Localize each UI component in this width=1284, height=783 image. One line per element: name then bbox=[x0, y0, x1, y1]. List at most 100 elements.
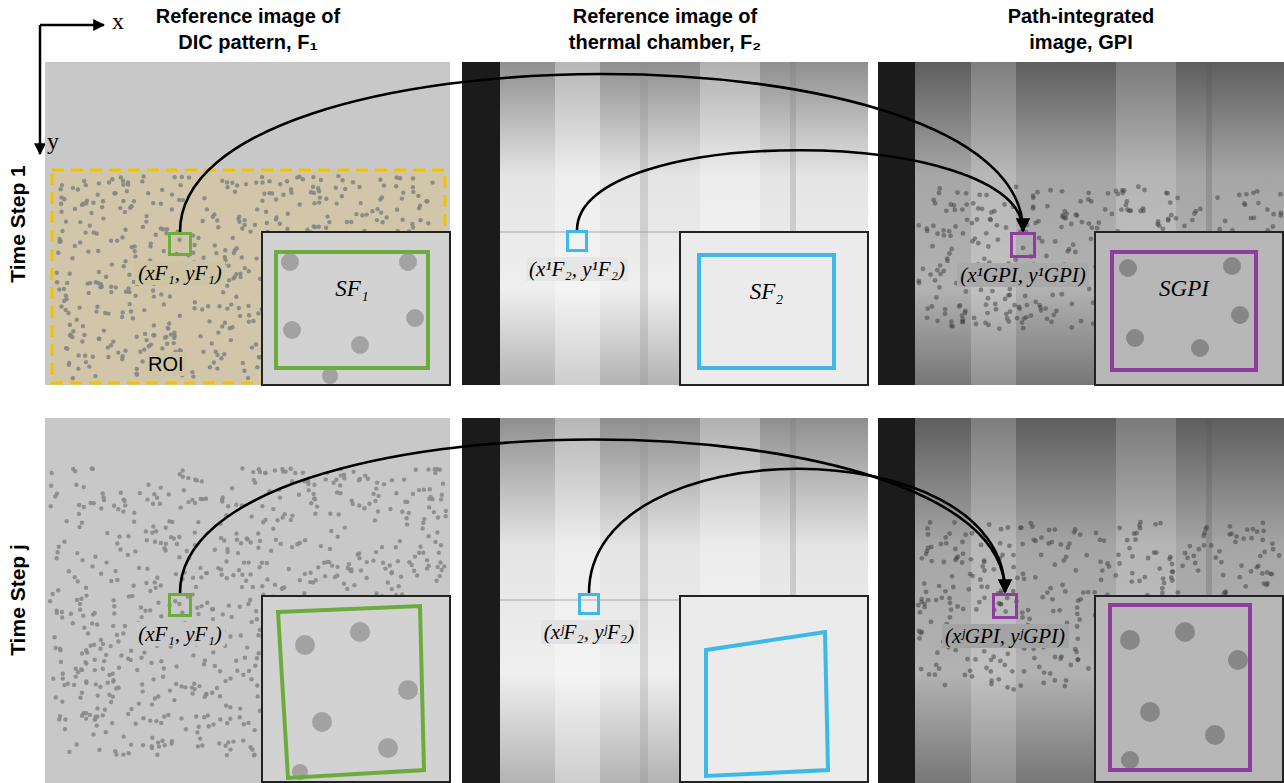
speckle-dot bbox=[244, 182, 248, 186]
speckle-dot bbox=[162, 666, 166, 670]
speckle-dot bbox=[252, 728, 256, 732]
speckle-dot bbox=[213, 243, 217, 247]
speckle-dot bbox=[281, 193, 285, 197]
speckle-dot bbox=[1277, 553, 1282, 558]
speckle-dot bbox=[129, 309, 133, 313]
speckle-dot bbox=[1106, 191, 1111, 196]
speckle-dot bbox=[248, 572, 252, 576]
speckle-dot bbox=[430, 180, 434, 184]
speckle-dot bbox=[931, 224, 936, 229]
speckle-dot bbox=[1017, 305, 1022, 310]
speckle-dot bbox=[948, 233, 953, 238]
speckle-dot bbox=[1002, 202, 1007, 207]
speckle-dot bbox=[989, 210, 994, 215]
speckle-dot bbox=[285, 179, 289, 183]
illustration-part bbox=[462, 62, 868, 385]
speckle-dot bbox=[265, 561, 269, 565]
speckle-dot bbox=[366, 477, 370, 481]
speckle-dot bbox=[111, 679, 115, 683]
speckle-dot bbox=[72, 683, 76, 687]
speckle-dot bbox=[55, 280, 59, 284]
speckle-dot bbox=[381, 561, 385, 565]
speckle-dot bbox=[256, 633, 260, 637]
speckle-dot bbox=[94, 280, 98, 284]
speckle-dot bbox=[151, 524, 155, 528]
speckle-dot bbox=[935, 268, 940, 273]
speckle-dot bbox=[67, 569, 71, 573]
speckle-dot bbox=[154, 529, 158, 533]
speckle-dot bbox=[56, 251, 60, 255]
illustration-part bbox=[878, 418, 915, 783]
speckle-dot bbox=[262, 192, 266, 196]
speckle-dot bbox=[1156, 219, 1161, 224]
speckle-dot bbox=[416, 194, 420, 198]
speckle-dot bbox=[251, 319, 255, 323]
speckle-dot bbox=[1006, 319, 1011, 324]
speckle-dot bbox=[246, 602, 250, 606]
speckle-dot bbox=[1136, 184, 1141, 189]
speckle-dot bbox=[201, 256, 205, 260]
speckle-dot bbox=[223, 255, 227, 259]
speckle-dot bbox=[357, 503, 361, 507]
speckle-dot bbox=[127, 751, 131, 755]
speckle-dot bbox=[121, 183, 125, 187]
speckle-dot bbox=[370, 209, 374, 213]
speckle-dot bbox=[200, 479, 204, 483]
speckle-dot bbox=[127, 594, 131, 598]
speckle-dot bbox=[60, 229, 64, 233]
speckle-dot bbox=[93, 374, 97, 378]
speckle-dot bbox=[199, 575, 203, 579]
speckle-dot bbox=[330, 563, 334, 567]
speckle-dot bbox=[952, 203, 957, 208]
speckle-dot bbox=[245, 645, 249, 649]
speckle-dot bbox=[85, 650, 89, 654]
speckle-dot bbox=[394, 545, 398, 549]
speckle-dot bbox=[1069, 222, 1074, 227]
speckle-dot bbox=[1002, 663, 1007, 668]
speckle-dot bbox=[229, 302, 233, 306]
speckle-dot bbox=[339, 473, 343, 477]
speckle-dot bbox=[222, 352, 226, 356]
speckle-dot bbox=[152, 294, 156, 298]
speckle-dot bbox=[52, 635, 56, 639]
illustration-part bbox=[878, 62, 1284, 385]
speckle-dot bbox=[191, 576, 195, 580]
speckle-dot bbox=[150, 702, 154, 706]
illustration-part bbox=[40, 24, 104, 27]
illustration-part bbox=[45, 62, 450, 385]
speckle-dot bbox=[109, 644, 113, 648]
speckle-dot bbox=[140, 682, 144, 686]
speckle-dot bbox=[103, 708, 107, 712]
speckle-dot bbox=[273, 583, 277, 587]
speckle-dot bbox=[1166, 217, 1171, 222]
speckle-dot bbox=[425, 566, 429, 570]
speckle-dot bbox=[156, 694, 160, 698]
speckle-dot bbox=[93, 668, 97, 672]
speckle-dot bbox=[159, 292, 163, 296]
speckle-dot bbox=[95, 723, 99, 727]
speckle-dot bbox=[62, 540, 66, 544]
speckle-dot bbox=[120, 235, 124, 239]
speckle-dot bbox=[937, 186, 942, 191]
speckle-dot bbox=[228, 676, 232, 680]
speckle-dot bbox=[94, 309, 98, 313]
speckle-dot bbox=[297, 493, 301, 497]
speckle-dot bbox=[357, 556, 361, 560]
speckle-dot bbox=[62, 683, 66, 687]
speckle-dot bbox=[132, 511, 136, 515]
speckle-dot bbox=[228, 705, 232, 709]
speckle-dot bbox=[997, 326, 1002, 331]
speckle-dot bbox=[227, 603, 231, 607]
speckle-dot bbox=[63, 717, 67, 721]
speckle-dot bbox=[187, 556, 191, 560]
illustration-part bbox=[555, 62, 600, 385]
illustration-part bbox=[878, 418, 1284, 783]
speckle-dot bbox=[237, 568, 241, 572]
speckle-dot bbox=[75, 598, 79, 602]
speckle-dot bbox=[59, 239, 63, 243]
speckle-dot bbox=[86, 281, 90, 285]
speckle-dot bbox=[159, 583, 163, 587]
speckle-dot bbox=[313, 497, 317, 501]
speckle-dot bbox=[303, 538, 307, 542]
speckle-dot bbox=[164, 526, 168, 530]
